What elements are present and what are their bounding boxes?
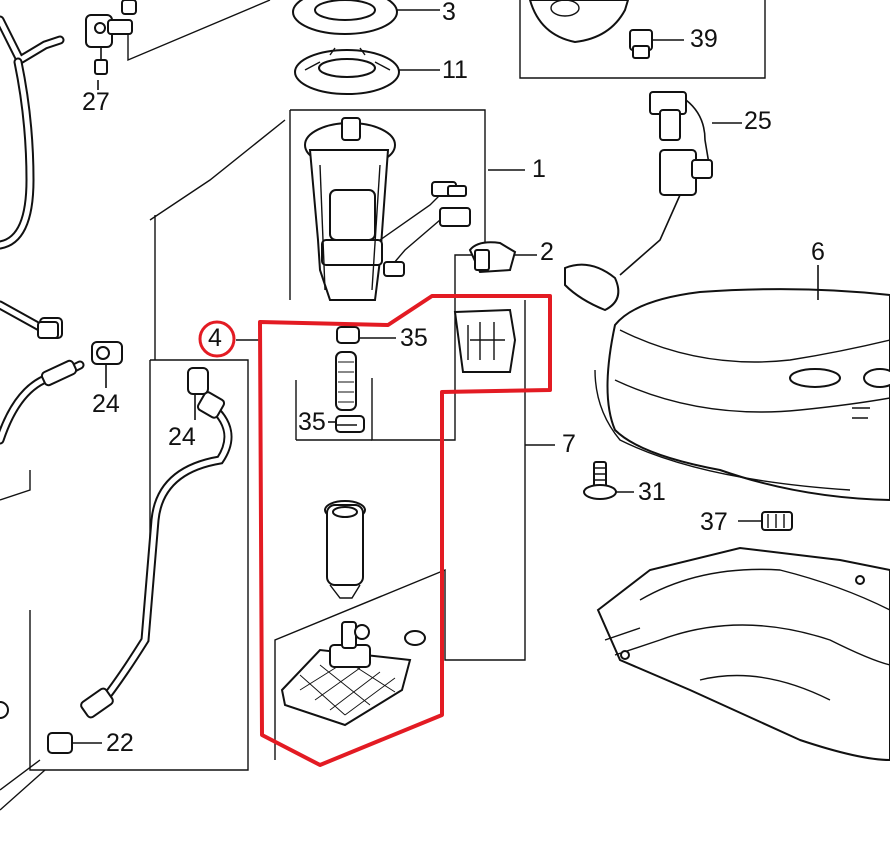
fuel-feed-pipe (80, 391, 233, 719)
assembly-box-fuel-pump-module (289, 109, 486, 441)
clip-22 (47, 732, 102, 754)
sender-float (564, 263, 620, 312)
sender-plate (528, 0, 630, 44)
callout-27: 27 (82, 88, 110, 116)
fuel-gauge-sender (619, 91, 742, 276)
assembly-box-top-left (127, 0, 271, 62)
clip-24-upper (91, 341, 123, 388)
clamp-27 (85, 0, 137, 75)
callout-22: 22 (106, 729, 134, 757)
bolt-31 (583, 461, 634, 500)
callout-25: 25 (744, 107, 772, 135)
lock-ring-3 (292, 0, 440, 35)
callout-24-upper: 24 (92, 390, 120, 418)
callout-7: 7 (562, 430, 576, 458)
o-ring-35-lower (328, 415, 365, 433)
callout-39: 39 (690, 25, 718, 53)
assembly-box-top-right (519, 0, 766, 79)
fuel-pump (324, 500, 366, 599)
callout-35-upper: 35 (400, 324, 428, 352)
clip-24-lower (187, 367, 209, 420)
assembly-box-pump-subassembly (274, 300, 526, 760)
callout-37: 37 (700, 508, 728, 536)
callout-11: 11 (442, 56, 468, 84)
assembly-box-left-lines (0, 119, 286, 771)
highlight-circle-callout-4 (198, 320, 236, 358)
nut-39 (629, 29, 684, 59)
highlight-outline-assembly-4 (258, 294, 552, 767)
seal-ring-11 (294, 47, 440, 95)
fuel-tank (594, 265, 890, 502)
callout-4: 4 (208, 324, 222, 352)
fuel-strainer (280, 621, 426, 727)
leader-lines (97, 80, 357, 426)
callout-6: 6 (811, 238, 825, 266)
callout-2: 2 (540, 238, 554, 266)
return-hose (0, 15, 65, 250)
feed-line (0, 359, 85, 445)
callout-35-lower: 35 (298, 408, 326, 436)
fuel-pump-module (304, 117, 525, 301)
callout-31: 31 (638, 478, 666, 506)
tank-skid-plate (596, 546, 890, 762)
bottom-left-pipe (0, 701, 46, 811)
retainer-clip-2 (468, 241, 537, 274)
callout-1: 1 (532, 155, 546, 183)
pump-bracket (453, 308, 555, 446)
o-ring-35-upper (336, 326, 396, 344)
callout-24-lower: 24 (168, 423, 196, 451)
clip-vent (37, 321, 59, 339)
clip-37 (738, 511, 793, 531)
callout-3: 3 (442, 0, 456, 26)
fuel-filter-tube (335, 351, 357, 411)
